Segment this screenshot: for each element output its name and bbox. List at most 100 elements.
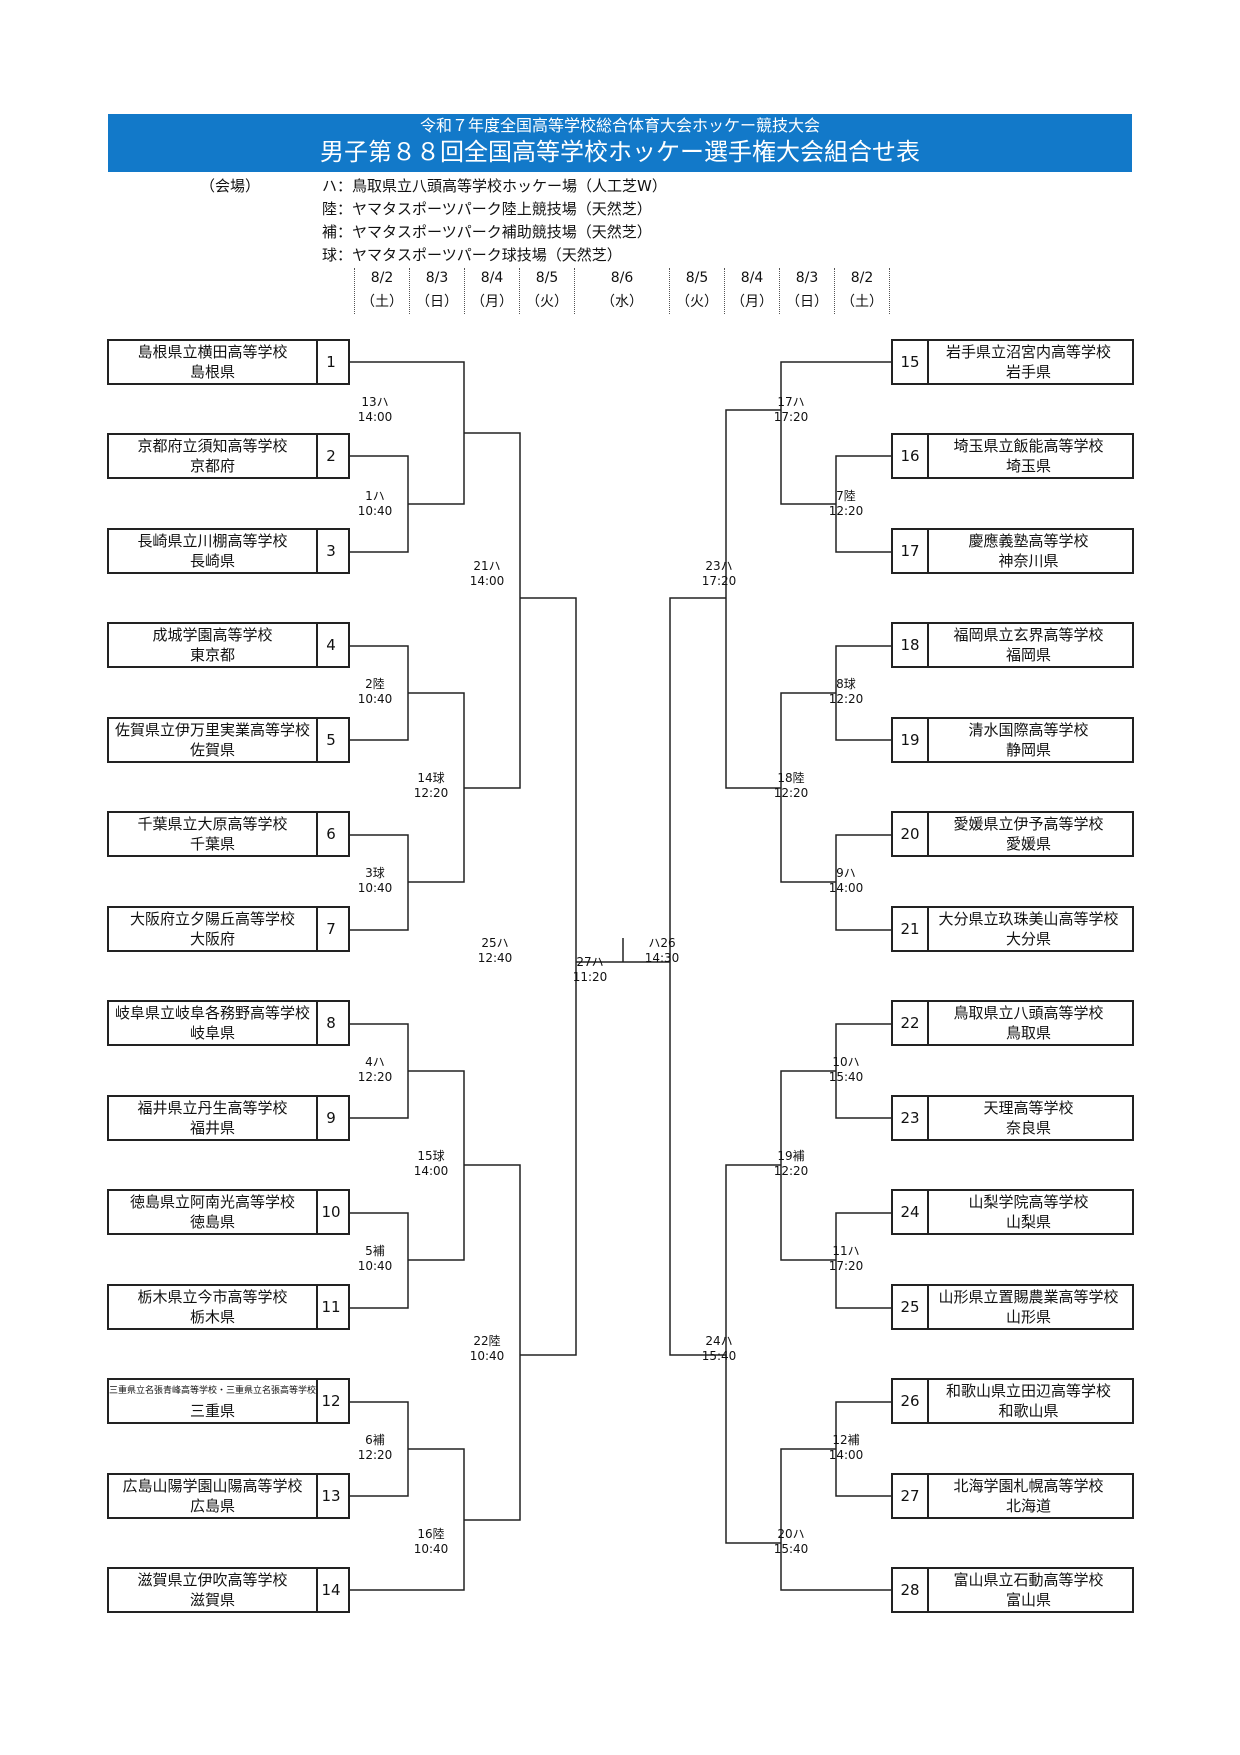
match-time: 11:20 <box>572 970 608 984</box>
school-name: 北海学園札幌高等学校 <box>953 1477 1104 1495</box>
seed-number: 11 <box>321 1298 341 1316</box>
match-time: 10:40 <box>469 1349 505 1363</box>
match-time: 15:40 <box>773 1542 809 1556</box>
date-divider <box>574 268 575 314</box>
school-name: 慶應義塾高等学校 <box>968 532 1089 550</box>
date-day-1-right: 8/2（土） <box>841 270 883 310</box>
date-day-3-right: 8/4（月） <box>731 270 773 310</box>
date-divider <box>724 268 725 314</box>
prefecture-name: 滋賀県 <box>189 1591 235 1609</box>
seed-number: 7 <box>326 920 336 938</box>
seed-number: 8 <box>326 1014 336 1032</box>
match-time: 17:20 <box>773 410 809 424</box>
prefecture-name: 大阪府 <box>189 930 235 948</box>
match-time: 10:40 <box>357 692 393 706</box>
team-name-cell: 長崎県立川棚高等学校長崎県 <box>109 530 318 572</box>
school-name: 成城学園高等学校 <box>152 626 273 644</box>
school-name: 三重県立名張青峰高等学校・三重県立名張高等学校 <box>109 1386 317 1396</box>
match-time: 10:40 <box>357 1259 393 1273</box>
team-slot-6: 千葉県立大原高等学校千葉県 6 <box>107 811 350 857</box>
prefecture-name: 福井県 <box>189 1119 235 1137</box>
team-name-cell: 成城学園高等学校東京都 <box>109 624 318 666</box>
date-divider <box>464 268 465 314</box>
prefecture-name: 岐阜県 <box>189 1024 235 1042</box>
team-name-cell: 鳥取県立八頭高等学校鳥取県 <box>925 1002 1132 1044</box>
prefecture-name: 鳥取県 <box>1005 1024 1051 1042</box>
match-time: 14:00 <box>413 1164 449 1178</box>
prefecture-name: 東京都 <box>189 646 235 664</box>
match-time: 15:40 <box>701 1349 737 1363</box>
team-name-cell: 愛媛県立伊予高等学校愛媛県 <box>925 813 1132 855</box>
team-name-cell: 清水国際高等学校静岡県 <box>925 719 1132 761</box>
seed-number: 4 <box>326 636 336 654</box>
seed-number: 10 <box>321 1203 341 1221</box>
date-divider <box>354 268 355 314</box>
school-name: 天理高等学校 <box>983 1099 1074 1117</box>
venue-hachi: ハ：鳥取県立八頭高等学校ホッケー場（人工芝W） <box>322 177 667 195</box>
match-number-venue: 12補 <box>832 1433 860 1447</box>
seed-number: 5 <box>326 731 336 749</box>
date-day-2: 8/3（日） <box>416 270 458 310</box>
match-time: 14:00 <box>828 1448 864 1462</box>
match-time: 10:40 <box>413 1542 449 1556</box>
team-slot-4: 成城学園高等学校東京都 4 <box>107 622 350 668</box>
seed-number: 25 <box>893 1286 929 1328</box>
date-day-final: 8/6（水） <box>601 270 643 310</box>
match-time: 12:20 <box>357 1070 393 1084</box>
seed-number: 13 <box>321 1487 341 1505</box>
team-name-cell: 京都府立須知高等学校京都府 <box>109 435 318 477</box>
seed-number: 21 <box>893 908 929 950</box>
match-number-venue: 20ハ <box>777 1527 805 1541</box>
seed-number: 22 <box>893 1002 929 1044</box>
match-number-venue: 19補 <box>777 1149 805 1163</box>
prefecture-name: 北海道 <box>1005 1497 1051 1515</box>
match-time: 17:20 <box>828 1259 864 1273</box>
venue-label: （会場） <box>200 177 261 195</box>
venue-ho: 補：ヤマタスポーツパーク補助競技場（天然芝） <box>322 223 652 241</box>
seed-number: 6 <box>326 825 336 843</box>
match-number-venue: 22陸 <box>473 1334 501 1348</box>
match-number-venue: 2陸 <box>365 677 385 691</box>
team-name-cell: 福岡県立玄界高等学校福岡県 <box>925 624 1132 666</box>
prefecture-name: 島根県 <box>189 363 235 381</box>
team-name-cell: 千葉県立大原高等学校千葉県 <box>109 813 318 855</box>
match-time: 12:20 <box>828 692 864 706</box>
tournament-subtitle: 令和７年度全国高等学校総合体育大会ホッケー競技大会 <box>419 116 820 135</box>
school-name: 佐賀県立伊万里実業高等学校 <box>114 721 310 739</box>
prefecture-name: 山形県 <box>1005 1308 1051 1326</box>
team-slot-7: 大阪府立夕陽丘高等学校大阪府 7 <box>107 906 350 952</box>
seed-number: 9 <box>326 1109 336 1127</box>
seed-number: 24 <box>893 1191 929 1233</box>
school-name: 京都府立須知高等学校 <box>137 437 288 455</box>
prefecture-name: 徳島県 <box>189 1213 235 1231</box>
school-name: 山形県立置賜農業高等学校 <box>938 1288 1119 1306</box>
match-number-venue: 25ハ <box>481 936 509 950</box>
date-day-4: 8/5（火） <box>526 270 568 310</box>
team-name-cell: 岐阜県立岐阜各務野高等学校岐阜県 <box>109 1002 318 1044</box>
match-number-venue: 9ハ <box>836 866 856 880</box>
seed-number: 18 <box>893 624 929 666</box>
school-name: 大阪府立夕陽丘高等学校 <box>129 910 295 928</box>
match-number-venue: 3球 <box>365 866 385 880</box>
